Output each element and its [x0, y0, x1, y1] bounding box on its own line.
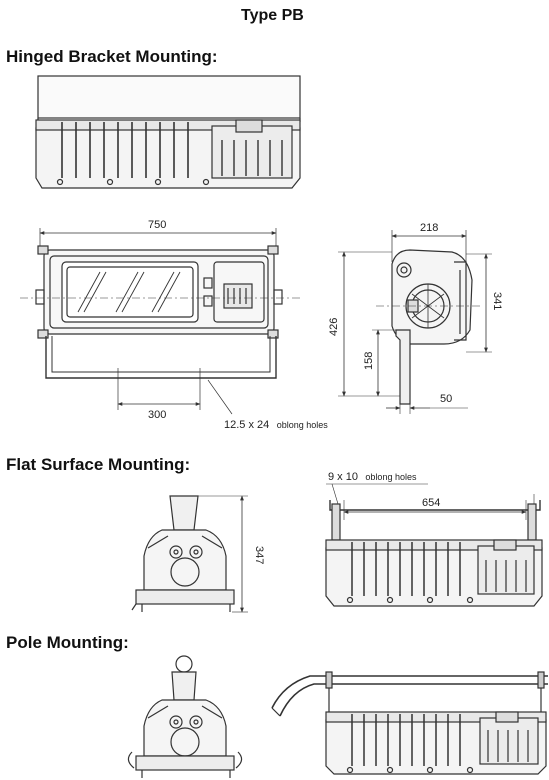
hinged-front-view-drawing — [20, 228, 300, 415]
dim-50: 50 — [440, 393, 452, 405]
dim-750: 750 — [148, 219, 166, 231]
flat-end-view-drawing — [131, 495, 248, 613]
dim-426: 426 — [328, 318, 340, 336]
hinged-end-view-drawing — [338, 230, 492, 414]
dim-654: 654 — [422, 497, 440, 509]
pole-end-view-drawing — [127, 655, 243, 778]
dim-347: 347 — [253, 546, 265, 564]
section-heading-hinged-bracket: Hinged Bracket Mounting: — [6, 47, 218, 66]
flat-holes-note-size: 9 x 10 — [328, 471, 358, 483]
flat-holes-note-text: oblong holes — [365, 472, 417, 482]
hinged-holes-note-size: 12.5 x 24 — [224, 419, 269, 431]
dim-300: 300 — [148, 409, 166, 421]
page-title: Type PB — [241, 7, 304, 24]
dim-218: 218 — [420, 222, 438, 234]
dim-341: 341 — [491, 292, 503, 310]
section-heading-pole: Pole Mounting: — [6, 633, 129, 652]
flat-side-view-drawing — [325, 483, 543, 607]
hinged-holes-note: 12.5 x 24 oblong holes — [224, 415, 328, 432]
dim-158: 158 — [363, 352, 375, 370]
hinged-side-elevation-drawing — [35, 75, 301, 189]
pole-side-view-drawing — [271, 671, 548, 775]
section-heading-flat-surface: Flat Surface Mounting: — [6, 455, 191, 474]
flat-holes-note: 9 x 10 oblong holes — [328, 467, 417, 484]
hinged-holes-note-text: oblong holes — [277, 420, 329, 430]
